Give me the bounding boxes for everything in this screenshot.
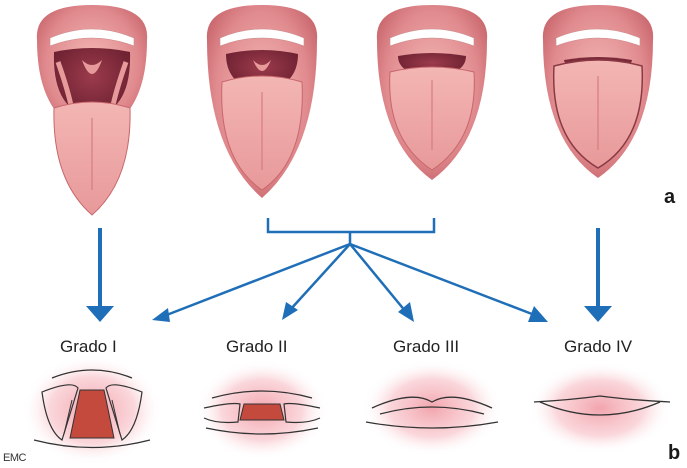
grade-3-label: Grado III xyxy=(393,337,459,357)
bracket xyxy=(268,218,434,244)
larynx-grade-1 xyxy=(22,355,162,465)
mouth-class-1 xyxy=(37,5,147,215)
emc-credit: EMC xyxy=(3,452,26,464)
larynx-grade-2 xyxy=(196,360,328,460)
panel-label-a: a xyxy=(664,186,675,209)
arrow-bracket-to-grade2 xyxy=(290,244,350,310)
larynx-grade-3 xyxy=(362,360,502,456)
grade-2-label: Grado II xyxy=(226,337,287,357)
mouth-class-2 xyxy=(207,5,317,198)
grade-4-label: Grado IV xyxy=(564,337,632,357)
mouth-class-3 xyxy=(377,5,487,180)
larynx-grade-4 xyxy=(528,362,672,454)
grade-1-label: Grado I xyxy=(60,337,117,357)
mouth-class-4 xyxy=(543,5,653,178)
arrow-bracket-to-grade1 xyxy=(164,244,350,316)
panel-label-b: b xyxy=(668,442,680,465)
arrows xyxy=(86,218,612,322)
